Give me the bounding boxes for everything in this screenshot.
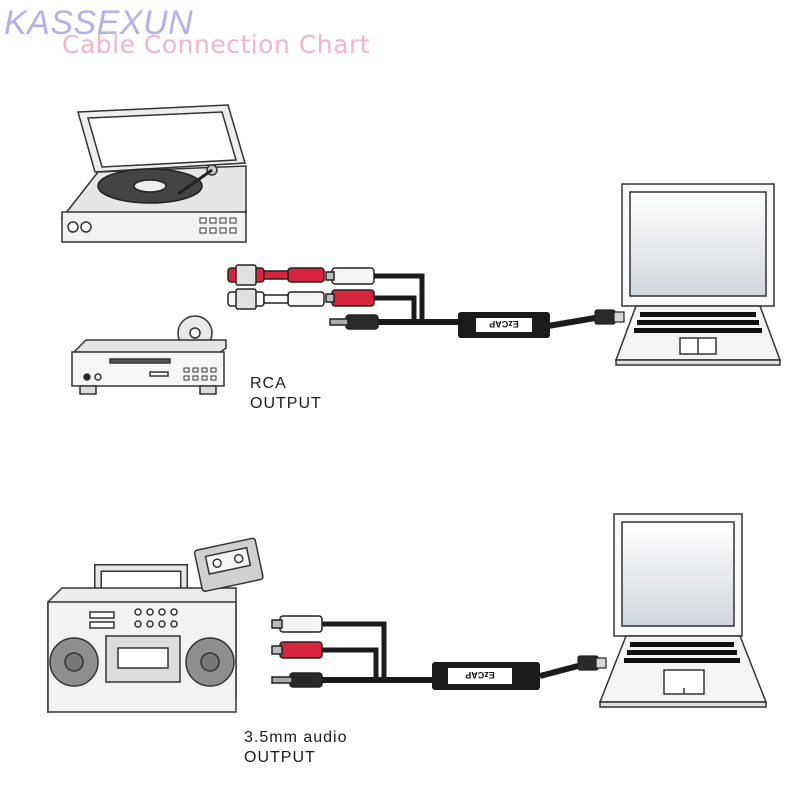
adapter-brand-text-bottom: EzCAP [465,670,495,680]
aux-label-line2: OUTPUT [244,749,316,766]
aux-label-line1: 3.5mm audio [244,729,348,746]
brand-watermark: KASSEXUN [4,4,194,42]
usb-adapter-bottom: EzCAP [432,662,540,690]
boombox-icon [47,564,237,713]
rca-label-line2: OUTPUT [250,395,322,412]
aux-plug-icon [329,314,379,330]
laptop-icon-bottom [598,513,768,708]
rca-output-label: RCA OUTPUT [250,374,322,414]
rca-label-line1: RCA [250,375,287,392]
aux-cable-bottom: EzCAP [271,615,607,690]
laptop-icon [614,183,782,366]
rca-cable-top: EzCAP [227,264,625,338]
adapter-brand-text: EzCAP [489,319,519,329]
dvd-player-icon [71,315,227,395]
chart-title: Cable Connection Chart [62,30,371,59]
usb-plug-icon [594,309,625,325]
aux-output-label: 3.5mm audio OUTPUT [244,728,348,768]
turntable-icon [60,104,247,243]
rca-plug-icon [227,264,325,310]
usb-adapter: EzCAP [458,312,550,338]
cassette-icon [193,537,264,592]
